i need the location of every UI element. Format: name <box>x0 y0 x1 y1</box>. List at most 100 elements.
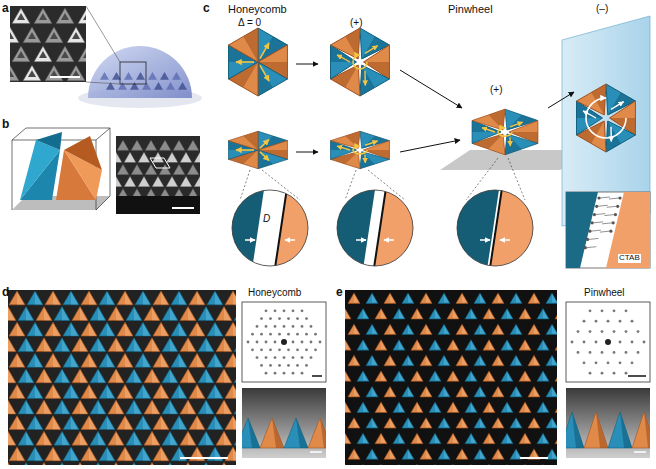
octahedron-facet <box>489 109 505 130</box>
octahedron-facet <box>258 62 273 96</box>
octahedron <box>162 338 178 352</box>
octahedron-facet <box>107 448 114 461</box>
fft-spot <box>274 356 277 359</box>
panel-title: Pinwheel <box>584 287 625 298</box>
octahedron-facet <box>354 294 359 303</box>
octahedron <box>153 322 169 336</box>
gap <box>230 188 310 268</box>
fft-spot <box>251 348 254 351</box>
octahedron-facet <box>516 388 521 397</box>
octahedron <box>360 152 389 169</box>
octahedron-facet <box>17 323 24 336</box>
octahedron-facet <box>89 323 96 336</box>
octahedron-facet <box>399 341 404 350</box>
octahedron-facet <box>480 356 485 365</box>
octahedron <box>411 464 423 465</box>
octahedron <box>528 293 540 303</box>
fft-spot <box>631 341 634 344</box>
octahedron-facet <box>354 388 359 397</box>
octahedron-facet <box>507 403 512 412</box>
octahedron-facet <box>354 419 359 428</box>
octahedron-facet <box>80 339 87 352</box>
octahedron-sem <box>117 140 129 150</box>
octahedron-facet <box>354 325 359 334</box>
octahedron <box>366 355 378 365</box>
octahedron-sem <box>23 65 41 81</box>
octahedron <box>63 322 79 336</box>
octahedron <box>9 291 25 305</box>
octahedron <box>420 293 432 303</box>
octahedron <box>99 447 115 461</box>
octahedron-facet <box>243 28 258 62</box>
octahedron-facet <box>399 434 404 443</box>
octahedron-mini <box>154 82 163 90</box>
octahedron-facet <box>426 325 431 334</box>
octahedron-facet <box>179 354 186 367</box>
octahedron <box>438 418 450 428</box>
octahedron-facet <box>116 308 123 321</box>
octahedron <box>171 322 187 336</box>
zoom-line <box>86 82 120 84</box>
fft-spot <box>613 372 616 375</box>
octahedron-sem <box>173 140 185 150</box>
fft-spot <box>278 348 281 351</box>
octahedron-sem <box>12 8 30 24</box>
octahedron-facet <box>543 372 548 381</box>
ctab-tail <box>600 231 610 232</box>
octahedron-facet <box>53 386 60 399</box>
octahedron <box>528 355 540 365</box>
octahedron-facet <box>152 339 159 352</box>
octahedron <box>117 291 133 305</box>
fft-spot <box>260 364 263 367</box>
octahedron-facet <box>233 417 236 430</box>
octahedron <box>483 340 495 350</box>
fft-spot <box>301 372 304 375</box>
octahedron-facet <box>345 28 360 59</box>
octahedron <box>198 400 214 414</box>
octahedron <box>225 291 236 305</box>
octahedron <box>234 462 236 465</box>
rotation-arrow <box>365 46 378 54</box>
octahedron <box>537 340 549 350</box>
octahedron-facet <box>62 339 69 352</box>
rotation-arrow <box>510 122 523 127</box>
octahedron-facet <box>44 308 51 321</box>
magnified-contact <box>230 188 310 268</box>
octahedron <box>90 431 106 445</box>
octahedron-mini <box>100 72 109 80</box>
octahedron-facet <box>125 417 132 430</box>
octahedron <box>519 433 531 443</box>
octahedron-mini <box>148 72 157 80</box>
octahedron-facet <box>215 386 222 399</box>
octahedron-facet <box>170 339 177 352</box>
octahedron-facet <box>8 463 15 465</box>
octahedron <box>456 418 468 428</box>
octahedron-side <box>242 418 260 448</box>
octahedron-facet <box>35 354 42 367</box>
octahedron-facet <box>390 388 395 397</box>
octahedron-sem <box>124 176 136 186</box>
fft-spot <box>305 348 308 351</box>
facet-edge <box>488 188 500 268</box>
octahedron <box>171 353 187 367</box>
octahedron-facet <box>345 434 350 443</box>
octahedron <box>153 353 169 367</box>
octahedron <box>510 418 522 428</box>
fft-spot <box>601 330 604 333</box>
octahedron <box>465 433 477 443</box>
fft-spot <box>274 325 277 328</box>
octahedron-facet <box>471 434 476 443</box>
octahedron-facet <box>98 463 105 465</box>
octahedron-facet <box>525 372 530 381</box>
octahedron-sem <box>10 32 14 39</box>
octahedron-facet <box>116 432 123 445</box>
octahedron-facet <box>89 354 96 367</box>
octahedron <box>546 355 557 365</box>
octahedron-facet <box>534 294 539 303</box>
fft-spot <box>274 341 277 344</box>
octahedron <box>505 134 538 155</box>
octahedron-facet <box>507 434 512 443</box>
fft-spot <box>631 361 634 364</box>
octahedron-facet <box>644 412 650 448</box>
octahedron-facet <box>98 339 105 352</box>
